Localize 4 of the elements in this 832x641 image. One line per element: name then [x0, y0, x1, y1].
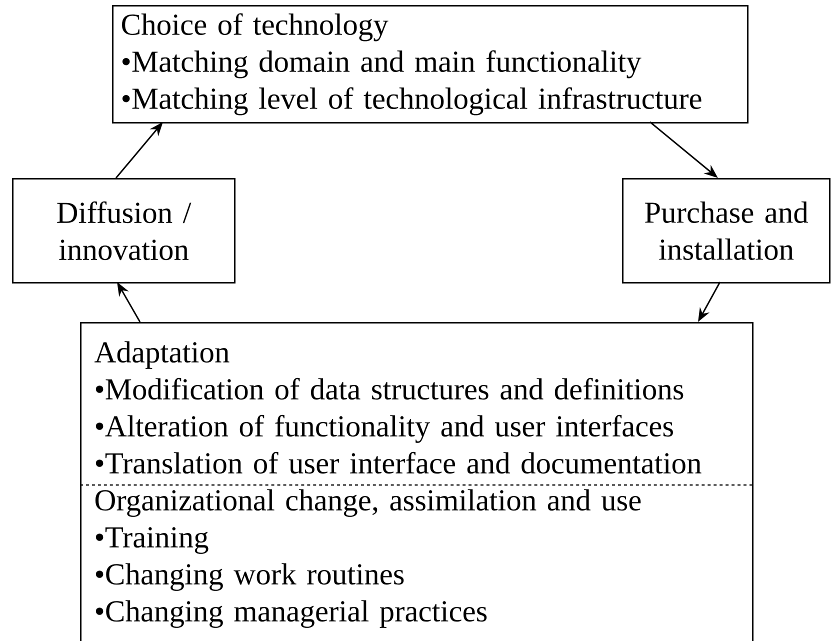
- process-box: Diffusion / innovation: [12, 178, 236, 284]
- process-box: Adaptation •Modification of data structures and definitions •Alteration of functionality and user interfaces •Translation of user interface and documentation Organizational change, assimilation and use •Training •Changing work routines •Changing managerial practices: [80, 322, 754, 641]
- process-box: Choice of technology •Matching domain and main functionality •Matching level of technological infrastructure: [112, 5, 748, 124]
- process-box: Purchase and installation: [622, 178, 830, 284]
